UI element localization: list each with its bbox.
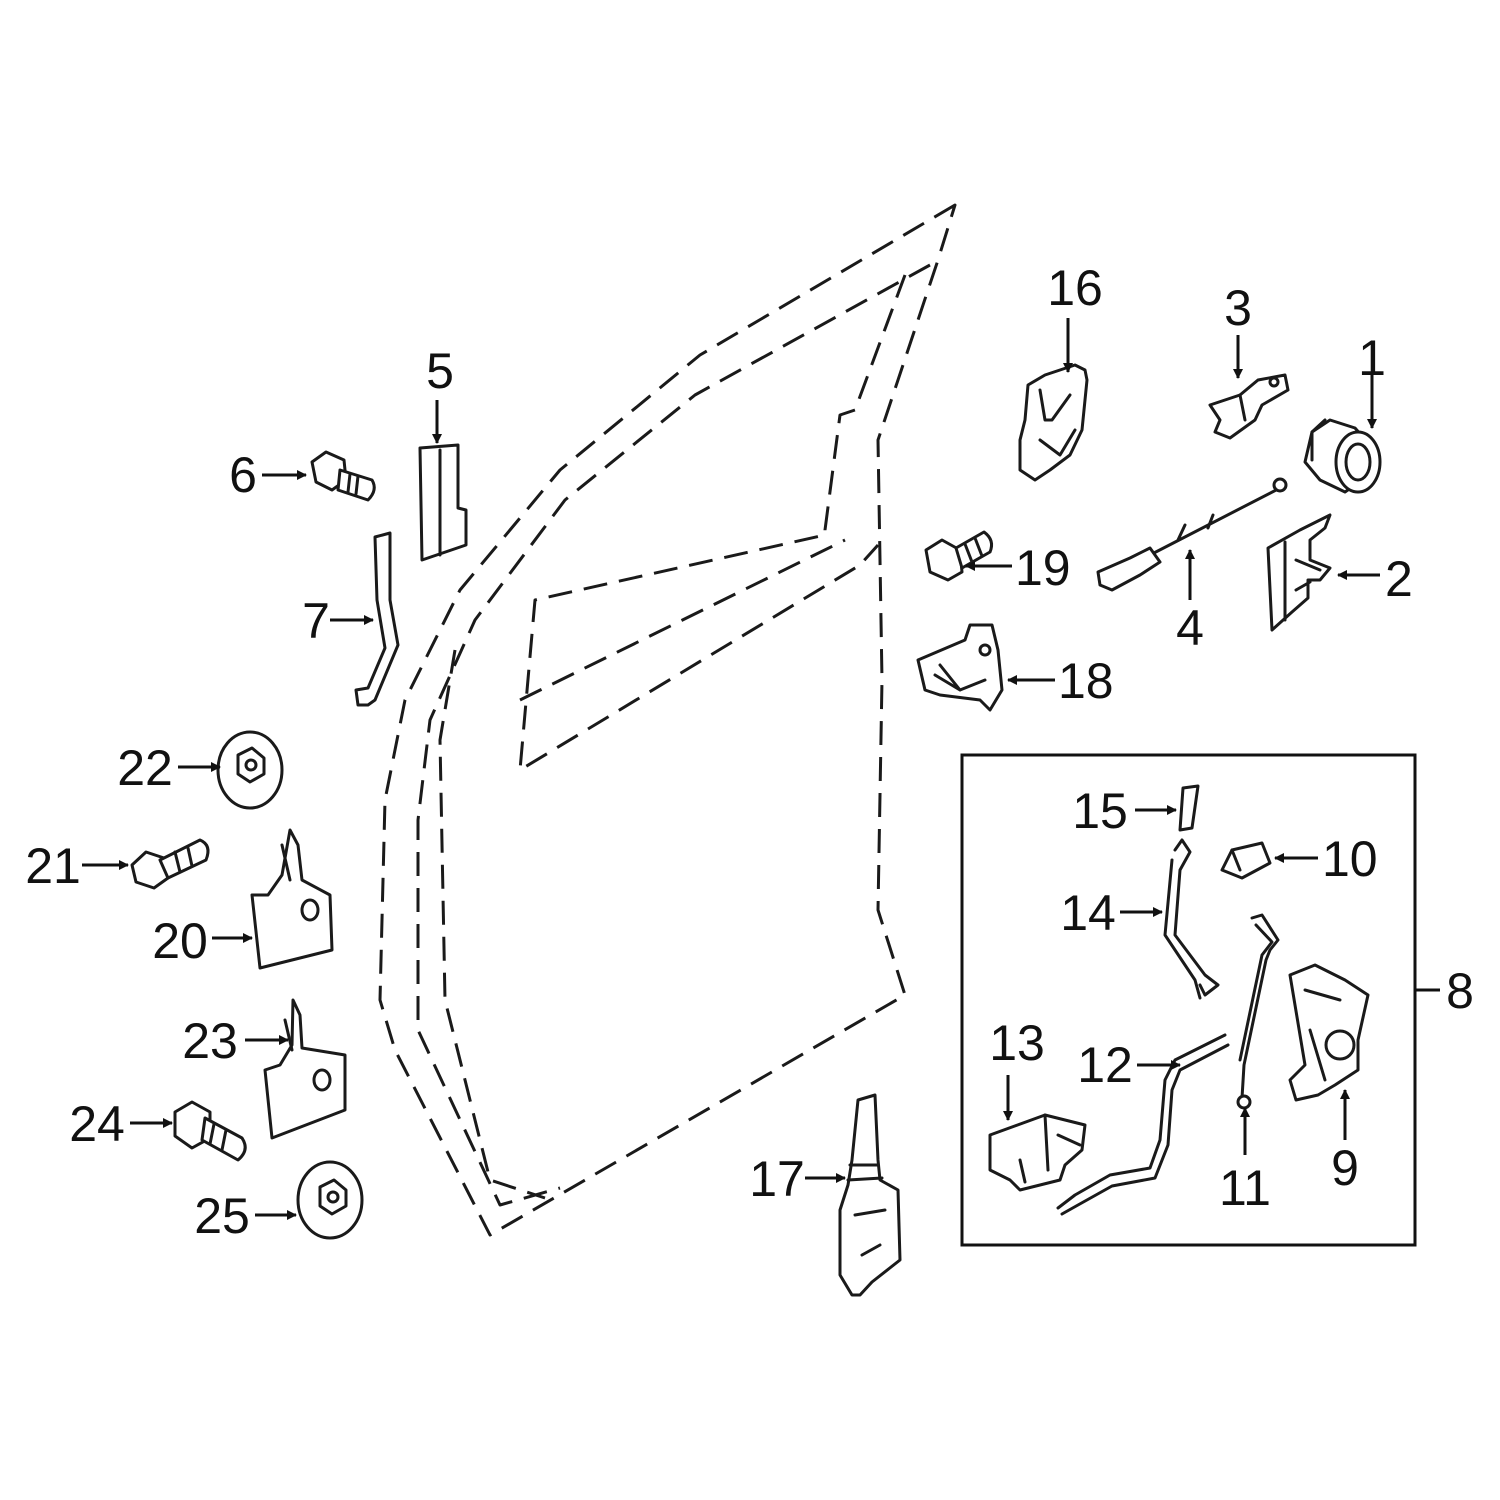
rod-part-14 bbox=[1163, 838, 1220, 1000]
callout-10[interactable]: 10 bbox=[1322, 831, 1378, 887]
callout-9[interactable]: 9 bbox=[1331, 1140, 1359, 1196]
block-part-10 bbox=[1220, 841, 1272, 880]
callout-8[interactable]: 8 bbox=[1446, 963, 1474, 1019]
callout-22[interactable]: 22 bbox=[117, 740, 173, 796]
callout-4[interactable]: 4 bbox=[1176, 600, 1204, 656]
callout-24[interactable]: 24 bbox=[69, 1096, 125, 1152]
bolt-part-6 bbox=[310, 450, 376, 502]
callout-1[interactable]: 1 bbox=[1358, 330, 1386, 386]
bolt-part-24 bbox=[173, 1100, 247, 1162]
strip-part-5 bbox=[418, 443, 468, 562]
callout-14[interactable]: 14 bbox=[1060, 885, 1116, 941]
callout-17[interactable]: 17 bbox=[749, 1151, 805, 1207]
housing-part-13 bbox=[988, 1113, 1087, 1192]
callout-23[interactable]: 23 bbox=[182, 1013, 238, 1069]
callout-12[interactable]: 12 bbox=[1077, 1037, 1133, 1093]
plate-part-20 bbox=[250, 828, 334, 970]
callout-18[interactable]: 18 bbox=[1058, 653, 1114, 709]
callout-3[interactable]: 3 bbox=[1224, 280, 1252, 336]
callout-19[interactable]: 19 bbox=[1015, 540, 1071, 596]
hinge-part-17 bbox=[838, 1093, 902, 1297]
bolt-part-21 bbox=[130, 838, 210, 890]
callout-13[interactable]: 13 bbox=[989, 1015, 1045, 1071]
rod-part-11 bbox=[1236, 913, 1280, 1110]
bracket-part-2 bbox=[1266, 513, 1332, 632]
callout-25[interactable]: 25 bbox=[194, 1188, 250, 1244]
nut-part-22 bbox=[216, 730, 284, 810]
callout-2[interactable]: 2 bbox=[1385, 551, 1413, 607]
callout-6[interactable]: 6 bbox=[229, 447, 257, 503]
bracket-part-18 bbox=[916, 623, 1004, 712]
plate-part-23 bbox=[263, 998, 347, 1140]
door-outline bbox=[378, 203, 957, 1237]
bolt-part-19 bbox=[924, 530, 993, 582]
lock-cylinder-part-1 bbox=[1303, 418, 1382, 494]
nut-part-25 bbox=[296, 1160, 364, 1240]
callout-21[interactable]: 21 bbox=[25, 838, 81, 894]
callout-11[interactable]: 11 bbox=[1219, 1160, 1271, 1216]
pin-part-15 bbox=[1178, 784, 1200, 832]
kit-frame-part-8 bbox=[960, 753, 1440, 1247]
callout-16[interactable]: 16 bbox=[1047, 260, 1103, 316]
callout-15[interactable]: 15 bbox=[1072, 783, 1128, 839]
leader-arrows bbox=[82, 318, 1380, 1220]
callout-7[interactable]: 7 bbox=[302, 593, 330, 649]
bracket-part-16 bbox=[1018, 363, 1089, 482]
callout-5[interactable]: 5 bbox=[426, 343, 454, 399]
callout-labels: 1 2 3 4 5 6 7 8 9 10 11 12 13 14 15 16 1… bbox=[25, 260, 1474, 1244]
clip-part-3 bbox=[1208, 373, 1290, 440]
latch-part-9 bbox=[1288, 963, 1370, 1102]
rod-part-4 bbox=[1096, 477, 1288, 592]
rod-part-7 bbox=[354, 531, 400, 707]
callout-20[interactable]: 20 bbox=[152, 913, 208, 969]
